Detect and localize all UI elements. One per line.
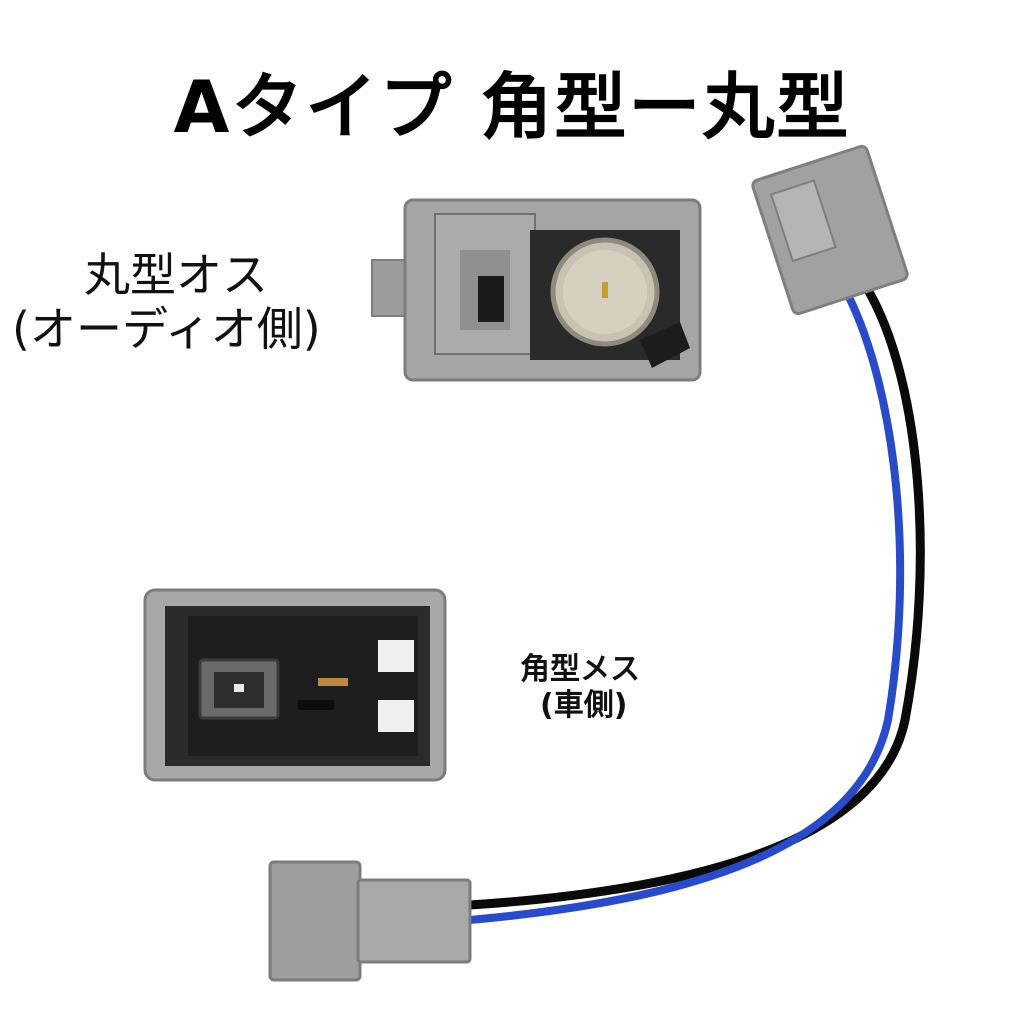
square-female-connector: [143, 588, 447, 782]
adapter-cable: [465, 285, 925, 924]
round-male-label-line2: (オーディオ側): [12, 302, 321, 356]
square-female-label-line2: (車側): [540, 688, 628, 723]
square-female-label-line1: 角型メス: [520, 652, 640, 687]
blue-wire: [466, 291, 905, 924]
round-male-label-line1: 丸型オス: [84, 248, 268, 302]
cable-connector-top: [751, 144, 909, 316]
round-male-label: 丸型オス (オーディオ側): [12, 248, 321, 356]
product-title: Aタイプ 角型ー丸型: [173, 65, 851, 149]
square-female-label: 角型メス (車側): [520, 652, 640, 724]
black-wire: [465, 285, 925, 910]
round-male-connector: [371, 198, 702, 382]
cable-connector-bottom: [268, 860, 472, 982]
